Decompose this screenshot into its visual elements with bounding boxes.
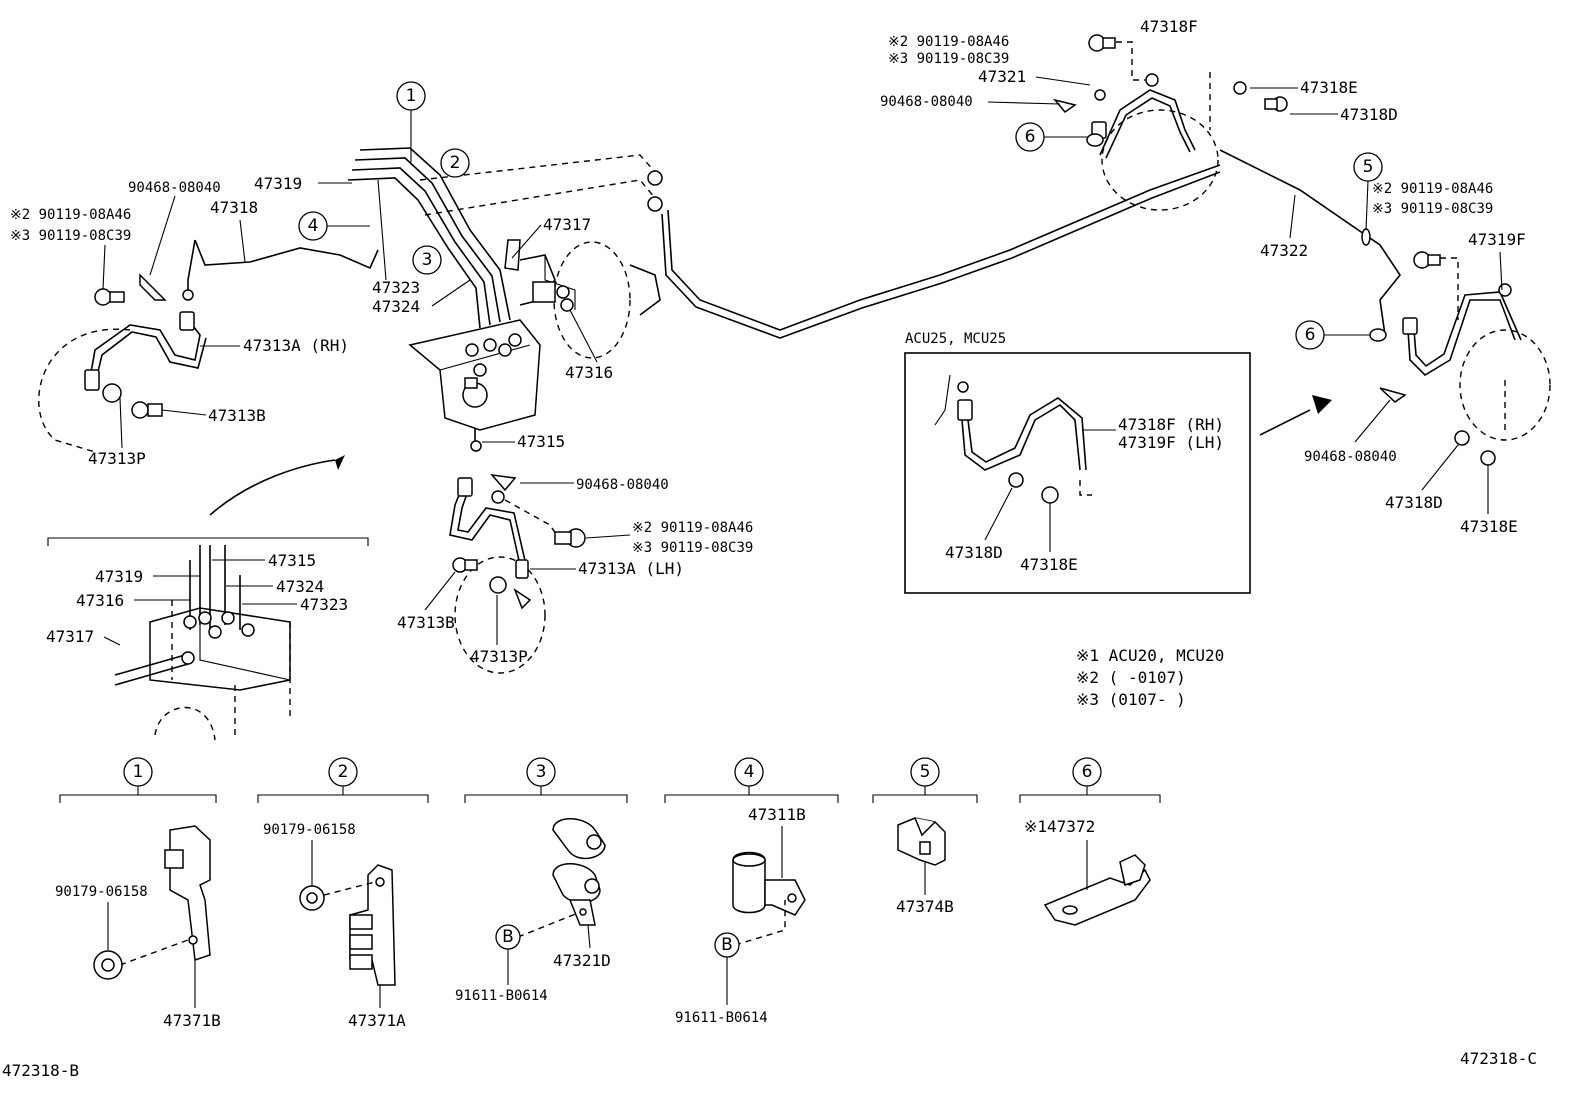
callout-3: 3 <box>422 250 433 270</box>
label-90119-2-left: ※2 90119-08A46 <box>10 207 131 223</box>
label-47311B: 47311B <box>748 805 806 824</box>
label-90179-p1: 90179-06158 <box>55 884 148 900</box>
label-47371A: 47371A <box>348 1011 406 1030</box>
label-47313A-RH: 47313A (RH) <box>243 336 349 355</box>
label-90468-mid: 90468-08040 <box>576 477 669 493</box>
label-47313P-mid: 47313P <box>470 647 528 666</box>
panel-4-callout: 4 <box>744 762 755 782</box>
label-47319F: 47319F <box>1468 230 1526 249</box>
label-47318D-inset: 47318D <box>945 543 1003 562</box>
callout-6b: 6 <box>1305 325 1316 345</box>
label-47321: 47321 <box>978 67 1026 86</box>
label-47318F-top: 47318F <box>1140 17 1198 36</box>
inset-title: ACU25, MCU25 <box>905 331 1006 347</box>
panel-5-callout: 5 <box>920 762 931 782</box>
callout-1: 1 <box>406 86 417 106</box>
label-47323-detail: 47323 <box>300 595 348 614</box>
label-90119-3-mid: ※3 90119-08C39 <box>632 540 753 556</box>
label-47318F-RH: 47318F (RH) <box>1118 415 1224 434</box>
label-47317-detail: 47317 <box>46 627 94 646</box>
bolt-b-p4: B <box>721 935 733 955</box>
callout-5: 5 <box>1363 157 1374 177</box>
label-47316-detail: 47316 <box>76 591 124 610</box>
label-47313P-left: 47313P <box>88 449 146 468</box>
label-90119-3-top: ※3 90119-08C39 <box>888 51 1009 67</box>
label-47374B: 47374B <box>896 897 954 916</box>
label-47315-detail: 47315 <box>268 551 316 570</box>
label-47371B: 47371B <box>163 1011 221 1030</box>
label-47318E-top: 47318E <box>1300 78 1358 97</box>
notes-block: ※1 ACU20, MCU20 ※2 ( -0107) ※3 (0107- ) <box>1076 646 1224 709</box>
label-47322: 47322 <box>1260 241 1308 260</box>
label-47319-detail: 47319 <box>95 567 143 586</box>
note-2: ※2 ( -0107) <box>1076 668 1186 687</box>
label-90468-left: 90468-08040 <box>128 180 221 196</box>
label-47319: 47319 <box>254 174 302 193</box>
callout-2: 2 <box>450 153 461 173</box>
rear-left-group <box>1052 34 1288 211</box>
label-47318E-inset: 47318E <box>1020 555 1078 574</box>
label-90119-2-mid: ※2 90119-08A46 <box>632 520 753 536</box>
label-47323: 47323 <box>372 278 420 297</box>
bolt-b-p3: B <box>502 927 514 947</box>
label-90119-2-right: ※2 90119-08A46 <box>1372 181 1493 197</box>
label-47313A-LH: 47313A (LH) <box>578 559 684 578</box>
panel-2-callout: 2 <box>338 762 349 782</box>
label-90119-3-left: ※3 90119-08C39 <box>10 228 131 244</box>
panel-6-callout: 6 <box>1082 762 1093 782</box>
label-90179-p2: 90179-06158 <box>263 822 356 838</box>
label-47316: 47316 <box>565 363 613 382</box>
code-left: 472318-B <box>2 1061 79 1080</box>
label-90468-top: 90468-08040 <box>880 94 973 110</box>
brake-actuator <box>408 319 541 452</box>
label-47315: 47315 <box>517 432 565 451</box>
label-47321D: 47321D <box>553 951 611 970</box>
label-147372: ※147372 <box>1024 817 1095 836</box>
code-right: 472318-C <box>1460 1049 1537 1068</box>
label-47313B-mid: 47313B <box>397 613 455 632</box>
label-47319F-LH: 47319F (LH) <box>1118 433 1224 452</box>
part-labels: 47318F ※2 90119-08A46 ※3 90119-08C39 473… <box>10 17 1526 666</box>
callout-4: 4 <box>308 216 319 236</box>
acu25-inset: ACU25, MCU25 <box>904 331 1332 594</box>
brake-booster <box>504 170 663 359</box>
label-47324: 47324 <box>372 297 420 316</box>
diagram-codes: 472318-B 472318-C <box>2 1049 1537 1080</box>
actuator-detail <box>47 455 369 741</box>
label-90119-3-right: ※3 90119-08C39 <box>1372 201 1493 217</box>
left-front-wheel-group <box>38 273 207 453</box>
panel-1-callout: 1 <box>133 762 144 782</box>
label-47313B-left: 47313B <box>208 406 266 425</box>
panel-3-callout: 3 <box>536 762 547 782</box>
note-1: ※1 ACU20, MCU20 <box>1076 646 1224 665</box>
label-91611-p4: 91611-B0614 <box>675 1010 768 1026</box>
label-90468-right: 90468-08040 <box>1304 449 1397 465</box>
label-47317: 47317 <box>543 215 591 234</box>
note-3: ※3 (0107- ) <box>1076 690 1186 709</box>
label-47318: 47318 <box>210 198 258 217</box>
label-47318E-right: 47318E <box>1460 517 1518 536</box>
callout-6a: 6 <box>1025 127 1036 147</box>
lh-front-hose-group <box>449 474 586 674</box>
label-47318D-top: 47318D <box>1340 105 1398 124</box>
label-47318D-right: 47318D <box>1385 493 1443 512</box>
label-90119-2-top: ※2 90119-08A46 <box>888 34 1009 50</box>
label-91611-p3: 91611-B0614 <box>455 988 548 1004</box>
callouts-main: 1 2 3 4 5 6 6 <box>298 81 1383 350</box>
rear-right-group <box>1361 228 1551 466</box>
detail-panels: 1 90179-06158 47371B 2 90179-06158 47371… <box>55 757 1161 1030</box>
main-brake-tubes <box>187 147 1401 445</box>
label-47324-detail: 47324 <box>276 577 324 596</box>
